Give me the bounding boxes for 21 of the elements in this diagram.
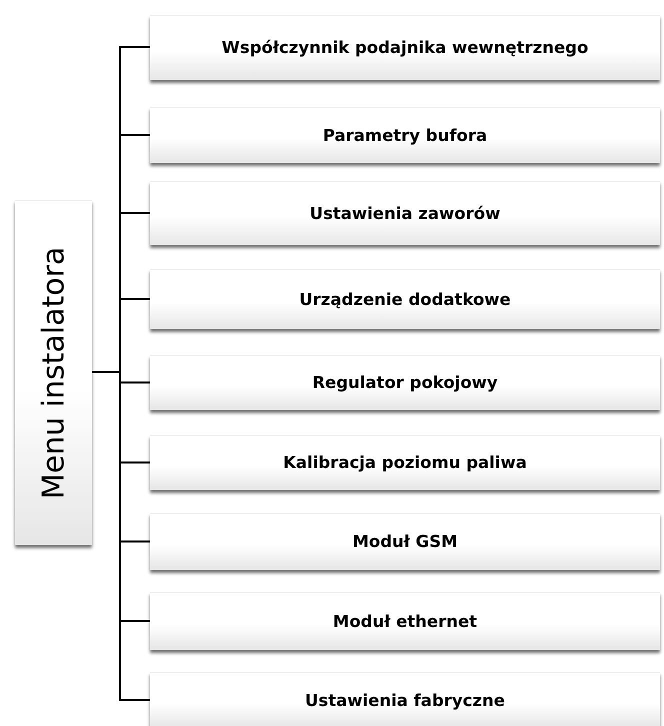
menu-item-box: [150, 672, 660, 726]
menu-item-label: Kalibracja poziomu paliwa: [282, 453, 528, 473]
menu-item-label: Parametry bufora: [322, 126, 488, 146]
menu-item-box: [150, 181, 660, 245]
menu-item-label: Współczynnik podajnika wewnętrznego: [220, 38, 590, 58]
menu-item-label: Ustawienia zaworów: [308, 204, 502, 224]
menu-item-box: [150, 513, 660, 570]
menu-item-label: Moduł ethernet: [332, 612, 478, 632]
menu-item-label: Ustawienia fabryczne: [304, 690, 506, 710]
menu-item-label: Regulator pokojowy: [311, 373, 499, 393]
connector-line: [92, 371, 150, 701]
menu-item-box: [150, 15, 660, 80]
menu-box: [15, 200, 92, 545]
menu-title: Menu instalatora: [36, 246, 71, 500]
menu-item-box: [150, 269, 660, 329]
menu-item-box: [150, 435, 660, 490]
menu-item-label: Moduł GSM: [351, 532, 459, 552]
menu-item-box: [150, 107, 660, 163]
menu-item-label: Urządzenie dodatkowe: [298, 290, 512, 310]
menu-item-box: [150, 355, 660, 410]
menu-item-box: [150, 592, 660, 650]
